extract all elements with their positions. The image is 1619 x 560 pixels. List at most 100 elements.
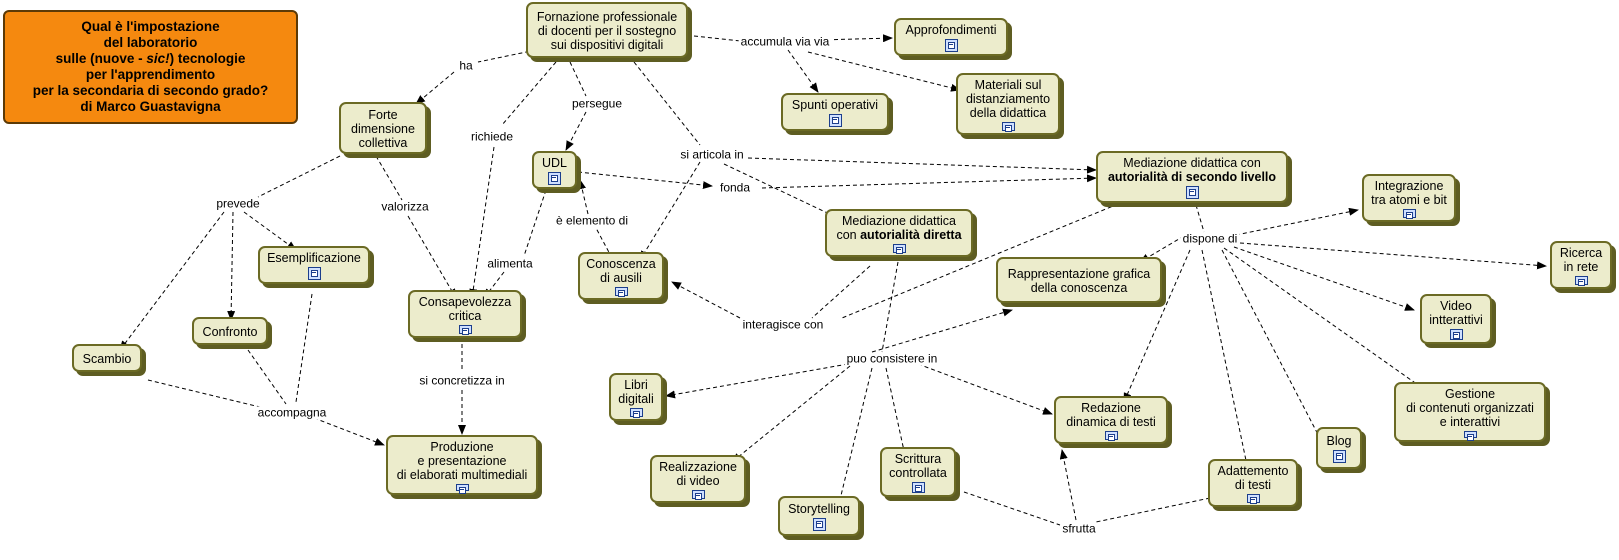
concept-produzione-elaborati[interactable]: Produzione e presentazione di elaborati … xyxy=(386,435,538,495)
link-arrow xyxy=(665,363,849,399)
concept-text: Storytelling xyxy=(788,502,850,516)
concept-text: in rete xyxy=(1563,260,1599,274)
concept-text: e presentazione xyxy=(417,454,507,468)
link-line xyxy=(633,61,701,146)
concept-libri-digitali[interactable]: Libri digitali xyxy=(609,373,663,421)
link-label-accumula: accumula via via xyxy=(738,34,832,49)
document-resource-icon[interactable] xyxy=(1463,431,1477,441)
concept-materiali[interactable]: Materiali sul distanziamento della didat… xyxy=(956,73,1060,135)
link-line xyxy=(147,379,265,409)
concept-forte-dimensione-collettiva[interactable]: Forte dimensione collettiva xyxy=(339,102,427,154)
document-resource-icon[interactable] xyxy=(1104,431,1118,441)
document-resource-icon[interactable] xyxy=(1246,494,1260,504)
concept-text: di ausili xyxy=(600,271,642,285)
concept-rappresentazione-grafica[interactable]: Rappresentazione grafica della conoscenz… xyxy=(996,257,1162,303)
document-resource-icon[interactable] xyxy=(691,490,705,500)
document-resource-icon[interactable] xyxy=(629,408,643,418)
concept-consapevolezza-critica[interactable]: Consapevolezza critica xyxy=(408,290,522,338)
link-arrow xyxy=(313,417,385,446)
concept-text: di contenuti organizzati xyxy=(1406,401,1534,415)
document-resource-icon[interactable] xyxy=(1449,329,1463,340)
concept-text: Forte xyxy=(368,107,398,122)
link-arrow xyxy=(761,174,1097,189)
concept-adattamento-testi[interactable]: Adattemento di testi xyxy=(1208,459,1298,507)
link-arrow xyxy=(243,211,297,251)
document-resource-icon[interactable] xyxy=(458,325,472,335)
document-resource-icon[interactable] xyxy=(1574,276,1588,286)
concept-realizzazione-video[interactable]: Realizzazione di video xyxy=(650,455,746,503)
concept-text: di video xyxy=(676,474,720,488)
document-resource-icon[interactable] xyxy=(944,39,958,52)
concept-integrazione[interactable]: Integrazione tra atomi e bit xyxy=(1362,174,1456,222)
document-resource-icon[interactable] xyxy=(911,482,925,493)
concept-redazione-dinamica[interactable]: Redazione dinamica di testi xyxy=(1054,396,1168,444)
link-arrow xyxy=(747,157,1097,174)
document-resource-icon[interactable] xyxy=(307,267,321,280)
concept-scambio[interactable]: Scambio xyxy=(72,344,142,372)
link-line xyxy=(501,61,557,126)
document-resource-icon[interactable] xyxy=(828,114,842,127)
link-line xyxy=(247,349,287,405)
concept-scrittura-controllata[interactable]: Scrittura controllata xyxy=(880,447,956,497)
concept-text: Consapevolezza xyxy=(418,295,512,309)
concept-conoscenza-ausili[interactable]: Conoscenza di ausili xyxy=(578,252,664,300)
concept-text: Esemplificazione xyxy=(267,251,361,265)
concept-text: Fornazione professionale xyxy=(536,9,678,24)
document-resource-icon[interactable] xyxy=(455,484,469,494)
concept-gestione-contenuti[interactable]: Gestione di contenuti organizzati e inte… xyxy=(1394,382,1546,442)
link-arrow xyxy=(1235,207,1359,236)
concept-text: Ricerca xyxy=(1559,246,1603,260)
title-line-2: del laboratorio xyxy=(103,35,198,50)
link-arrow xyxy=(871,308,1013,353)
concept-fornazione[interactable]: Fornazione professionale di docenti per … xyxy=(526,2,688,58)
document-resource-icon[interactable] xyxy=(1332,450,1346,463)
document-resource-icon[interactable] xyxy=(1185,186,1199,199)
link-label-dispone: dispone di xyxy=(1180,231,1240,246)
concept-spunti-operativi[interactable]: Spunti operativi xyxy=(781,93,889,131)
concept-confronto[interactable]: Confronto xyxy=(192,317,268,345)
link-label-persegue: persegue xyxy=(569,96,625,111)
concept-text: Integrazione xyxy=(1374,179,1444,193)
link-line xyxy=(811,265,871,319)
link-line xyxy=(523,189,547,257)
link-arrow xyxy=(723,163,839,219)
concept-storytelling[interactable]: Storytelling xyxy=(778,496,860,536)
document-resource-icon[interactable] xyxy=(1402,209,1416,219)
concept-text: Scrittura xyxy=(894,452,942,466)
link-arrow xyxy=(639,161,701,261)
document-resource-icon[interactable] xyxy=(812,518,826,531)
link-arrow xyxy=(1223,247,1429,393)
concept-text: distanziamento xyxy=(965,92,1051,106)
link-arrow xyxy=(407,215,457,299)
document-resource-icon[interactable] xyxy=(614,287,628,297)
document-resource-icon[interactable] xyxy=(1001,122,1015,132)
concept-text: della conoscenza xyxy=(1030,280,1128,295)
concept-text: Adattemento xyxy=(1217,464,1289,478)
link-label-ha: ha xyxy=(457,58,475,73)
concept-video-interattivi[interactable]: Video intterattivi xyxy=(1420,294,1492,344)
link-line xyxy=(375,155,403,201)
concept-text: Confronto xyxy=(202,324,258,339)
concept-text: Materiali sul xyxy=(974,78,1042,92)
concept-udl[interactable]: UDL xyxy=(532,151,577,189)
concept-esemplificazione[interactable]: Esemplificazione xyxy=(258,246,370,284)
concept-text: Realizzazione xyxy=(659,460,737,474)
concept-text: Libri xyxy=(624,378,648,392)
concept-text: tra atomi e bit xyxy=(1371,193,1447,207)
concept-text: di testi xyxy=(1234,478,1272,492)
link-label-interagisce: interagisce con xyxy=(740,317,826,332)
concept-mediazione-diretta[interactable]: Mediazione didattica con autorialità dir… xyxy=(825,209,973,257)
concept-approfondimenti[interactable]: Approfondimenti xyxy=(894,18,1008,56)
link-label-si-concretizza: si concretizza in xyxy=(417,373,507,388)
concept-text: critica xyxy=(448,309,482,323)
document-resource-icon[interactable] xyxy=(548,172,561,185)
document-resource-icon[interactable] xyxy=(892,244,906,254)
link-arrow xyxy=(819,34,893,43)
link-arrow xyxy=(578,179,589,215)
concept-ricerca-in-rete[interactable]: Ricerca in rete xyxy=(1550,241,1612,289)
concept-blog[interactable]: Blog xyxy=(1316,427,1362,469)
link-arrow xyxy=(1239,242,1547,270)
concept-mediazione-secondo-livello[interactable]: Mediazione didattica con autorialità di … xyxy=(1096,151,1288,203)
concept-text: Blog xyxy=(1326,434,1352,448)
link-arrow xyxy=(1201,249,1251,471)
